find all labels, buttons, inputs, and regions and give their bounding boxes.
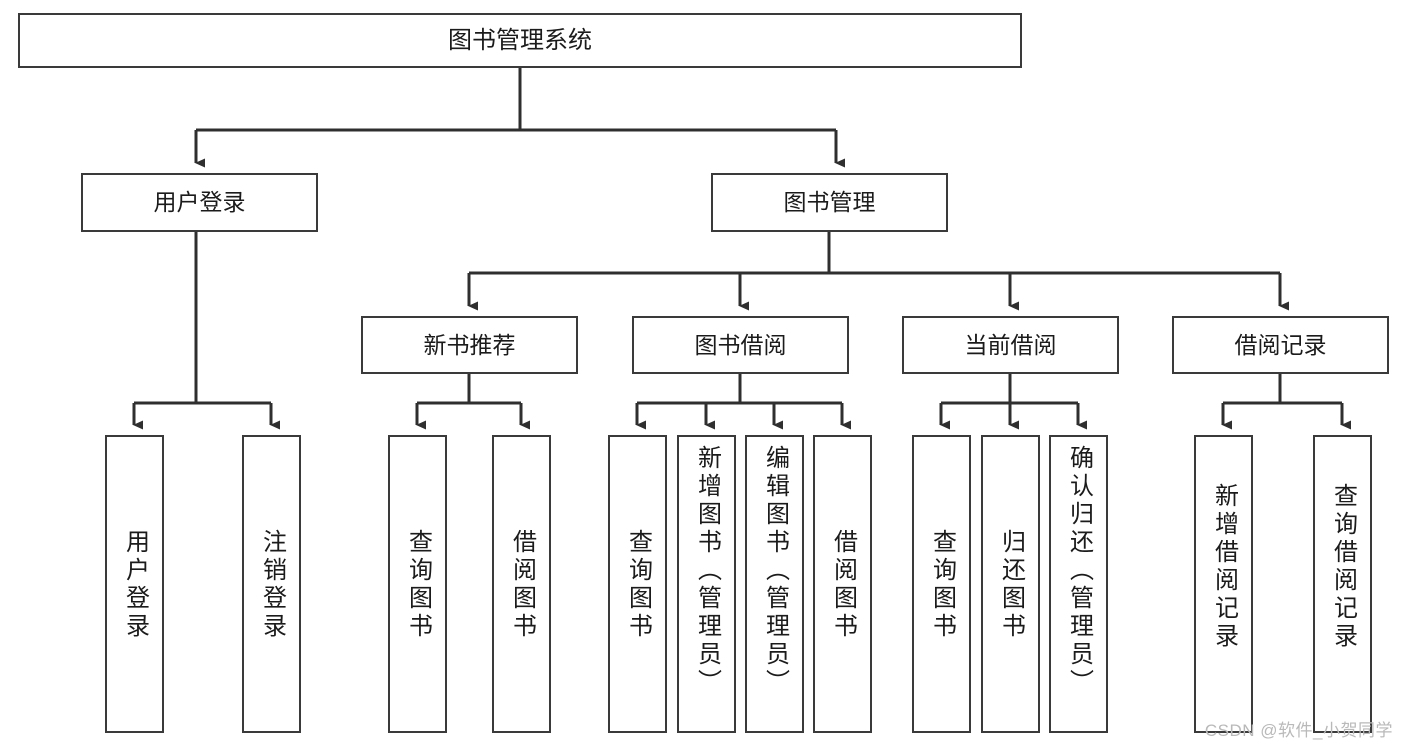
node-current-borrow-label: 当前借阅 — [964, 331, 1057, 358]
node-user-login[interactable]: 用户登录 — [81, 173, 318, 232]
node-leaf-confirm-return[interactable]: 确认归还（管理员） — [1049, 435, 1108, 733]
node-leaf-return-book[interactable]: 归还图书 — [981, 435, 1040, 733]
node-root-label: 图书管理系统 — [448, 26, 592, 54]
node-leaf-borrow-book-2-label: 借阅图书 — [829, 529, 857, 641]
node-borrow-record-label: 借阅记录 — [1234, 331, 1327, 358]
node-leaf-add-record[interactable]: 新增借阅记录 — [1194, 435, 1253, 733]
node-book-manage[interactable]: 图书管理 — [711, 173, 948, 232]
node-leaf-query-book-1-label: 查询图书 — [404, 529, 432, 641]
node-leaf-query-book-2[interactable]: 查询图书 — [608, 435, 667, 733]
node-borrow-record[interactable]: 借阅记录 — [1172, 316, 1389, 374]
node-leaf-user-login-label: 用户登录 — [121, 529, 149, 641]
node-current-borrow[interactable]: 当前借阅 — [902, 316, 1119, 374]
node-new-book-rec-label: 新书推荐 — [423, 331, 516, 358]
node-leaf-logout-login-label: 注销登录 — [258, 529, 286, 641]
node-leaf-query-book-1[interactable]: 查询图书 — [388, 435, 447, 733]
node-leaf-query-book-3-label: 查询图书 — [928, 529, 956, 641]
node-leaf-add-book[interactable]: 新增图书（管理员） — [677, 435, 736, 733]
node-leaf-logout-login[interactable]: 注销登录 — [242, 435, 301, 733]
node-book-borrow-label: 图书借阅 — [694, 331, 787, 358]
node-book-borrow[interactable]: 图书借阅 — [632, 316, 849, 374]
node-leaf-edit-book[interactable]: 编辑图书（管理员） — [745, 435, 804, 733]
node-leaf-query-book-3[interactable]: 查询图书 — [912, 435, 971, 733]
node-leaf-borrow-book-1[interactable]: 借阅图书 — [492, 435, 551, 733]
node-leaf-query-record-label: 查询借阅记录 — [1329, 483, 1357, 651]
node-leaf-user-login[interactable]: 用户登录 — [105, 435, 164, 733]
csdn-watermark: CSDN @软件_小贺同学 — [1204, 721, 1393, 740]
node-book-manage-label: 图书管理 — [783, 189, 876, 216]
node-leaf-return-book-label: 归还图书 — [997, 529, 1025, 641]
node-leaf-add-book-label: 新增图书（管理员） — [693, 445, 721, 697]
node-leaf-query-book-2-label: 查询图书 — [624, 529, 652, 641]
node-root[interactable]: 图书管理系统 — [18, 13, 1022, 68]
node-leaf-borrow-book-1-label: 借阅图书 — [508, 529, 536, 641]
node-leaf-query-record[interactable]: 查询借阅记录 — [1313, 435, 1372, 733]
node-leaf-borrow-book-2[interactable]: 借阅图书 — [813, 435, 872, 733]
node-user-login-label: 用户登录 — [153, 189, 246, 216]
node-leaf-confirm-return-label: 确认归还（管理员） — [1065, 445, 1093, 697]
node-leaf-edit-book-label: 编辑图书（管理员） — [761, 445, 789, 697]
node-new-book-rec[interactable]: 新书推荐 — [361, 316, 578, 374]
node-leaf-add-record-label: 新增借阅记录 — [1210, 483, 1238, 651]
